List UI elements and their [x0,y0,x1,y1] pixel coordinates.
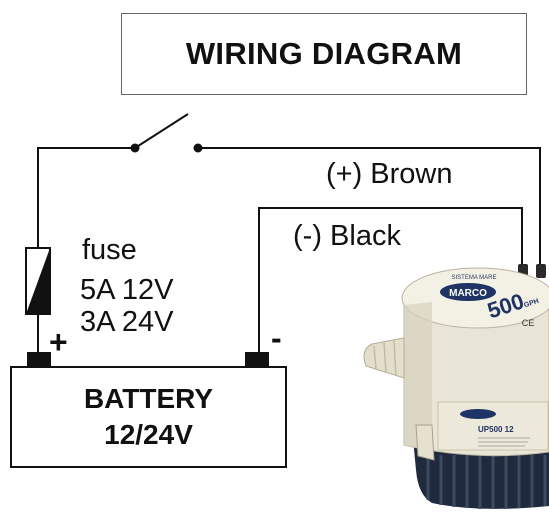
pump-unit: GPH [523,298,540,309]
battery-terminal-negative [245,352,269,366]
pump-ce-mark: CE [522,318,535,328]
wire-fuse-to-switch [37,147,135,248]
wire-negative-label: (-) Black [293,220,401,252]
wire-black [258,207,523,352]
diagram-title: WIRING DIAGRAM [185,36,463,71]
fuse-label: fuse [82,234,137,266]
wire-positive-label: (+) Brown [326,158,453,190]
fuse-rating-24v: 3A 24V [80,306,174,338]
switch-contact-left [130,143,140,153]
switch-lever [134,113,189,149]
switch-contact-right [193,143,203,153]
pump-brand: MARCO [449,288,487,299]
wire-brown [198,147,541,272]
terminal-negative-label: - [271,320,282,356]
battery: BATTERY 12/24V [10,366,287,468]
bilge-pump: MARCO SISTEMA MARE 500 GPH CE UP500 12 [363,264,549,509]
battery-label: BATTERY [83,383,214,415]
title-box: WIRING DIAGRAM [121,13,527,95]
battery-terminal-positive [27,352,51,366]
fuse-rating-12v: 5A 12V [80,274,174,306]
battery-voltage: 12/24V [104,419,193,450]
terminal-positive-label: + [49,324,68,360]
pump-model: UP500 12 [478,425,514,434]
pump-badge: SISTEMA MARE [451,275,496,281]
fuse-symbol [25,247,51,315]
